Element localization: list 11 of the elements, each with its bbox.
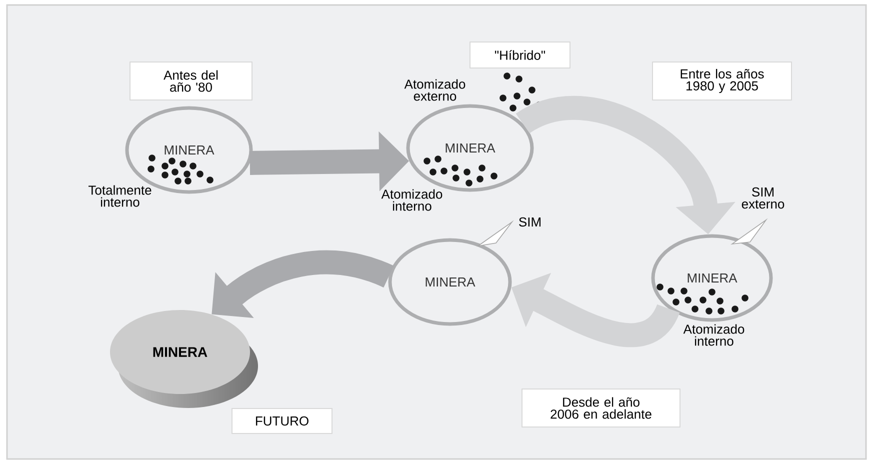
label-box: Entre los años 1980 y 2005 [652,62,792,100]
label-box: "Híbrido" [470,42,570,68]
beside-label: Atomizado interno [683,324,744,346]
beside-label: Totalmente interno [88,185,152,207]
label-box: Desde el año 2006 en adelante [522,388,680,428]
label-box: FUTURO [232,408,332,434]
label-box: Antes del año '80 [130,62,252,100]
beside-label: SIM externo [742,187,784,209]
beside-label: SIM [519,217,540,227]
beside-label: Atomizado externo [404,79,466,101]
beside-label: Atomizado interno [381,189,442,211]
